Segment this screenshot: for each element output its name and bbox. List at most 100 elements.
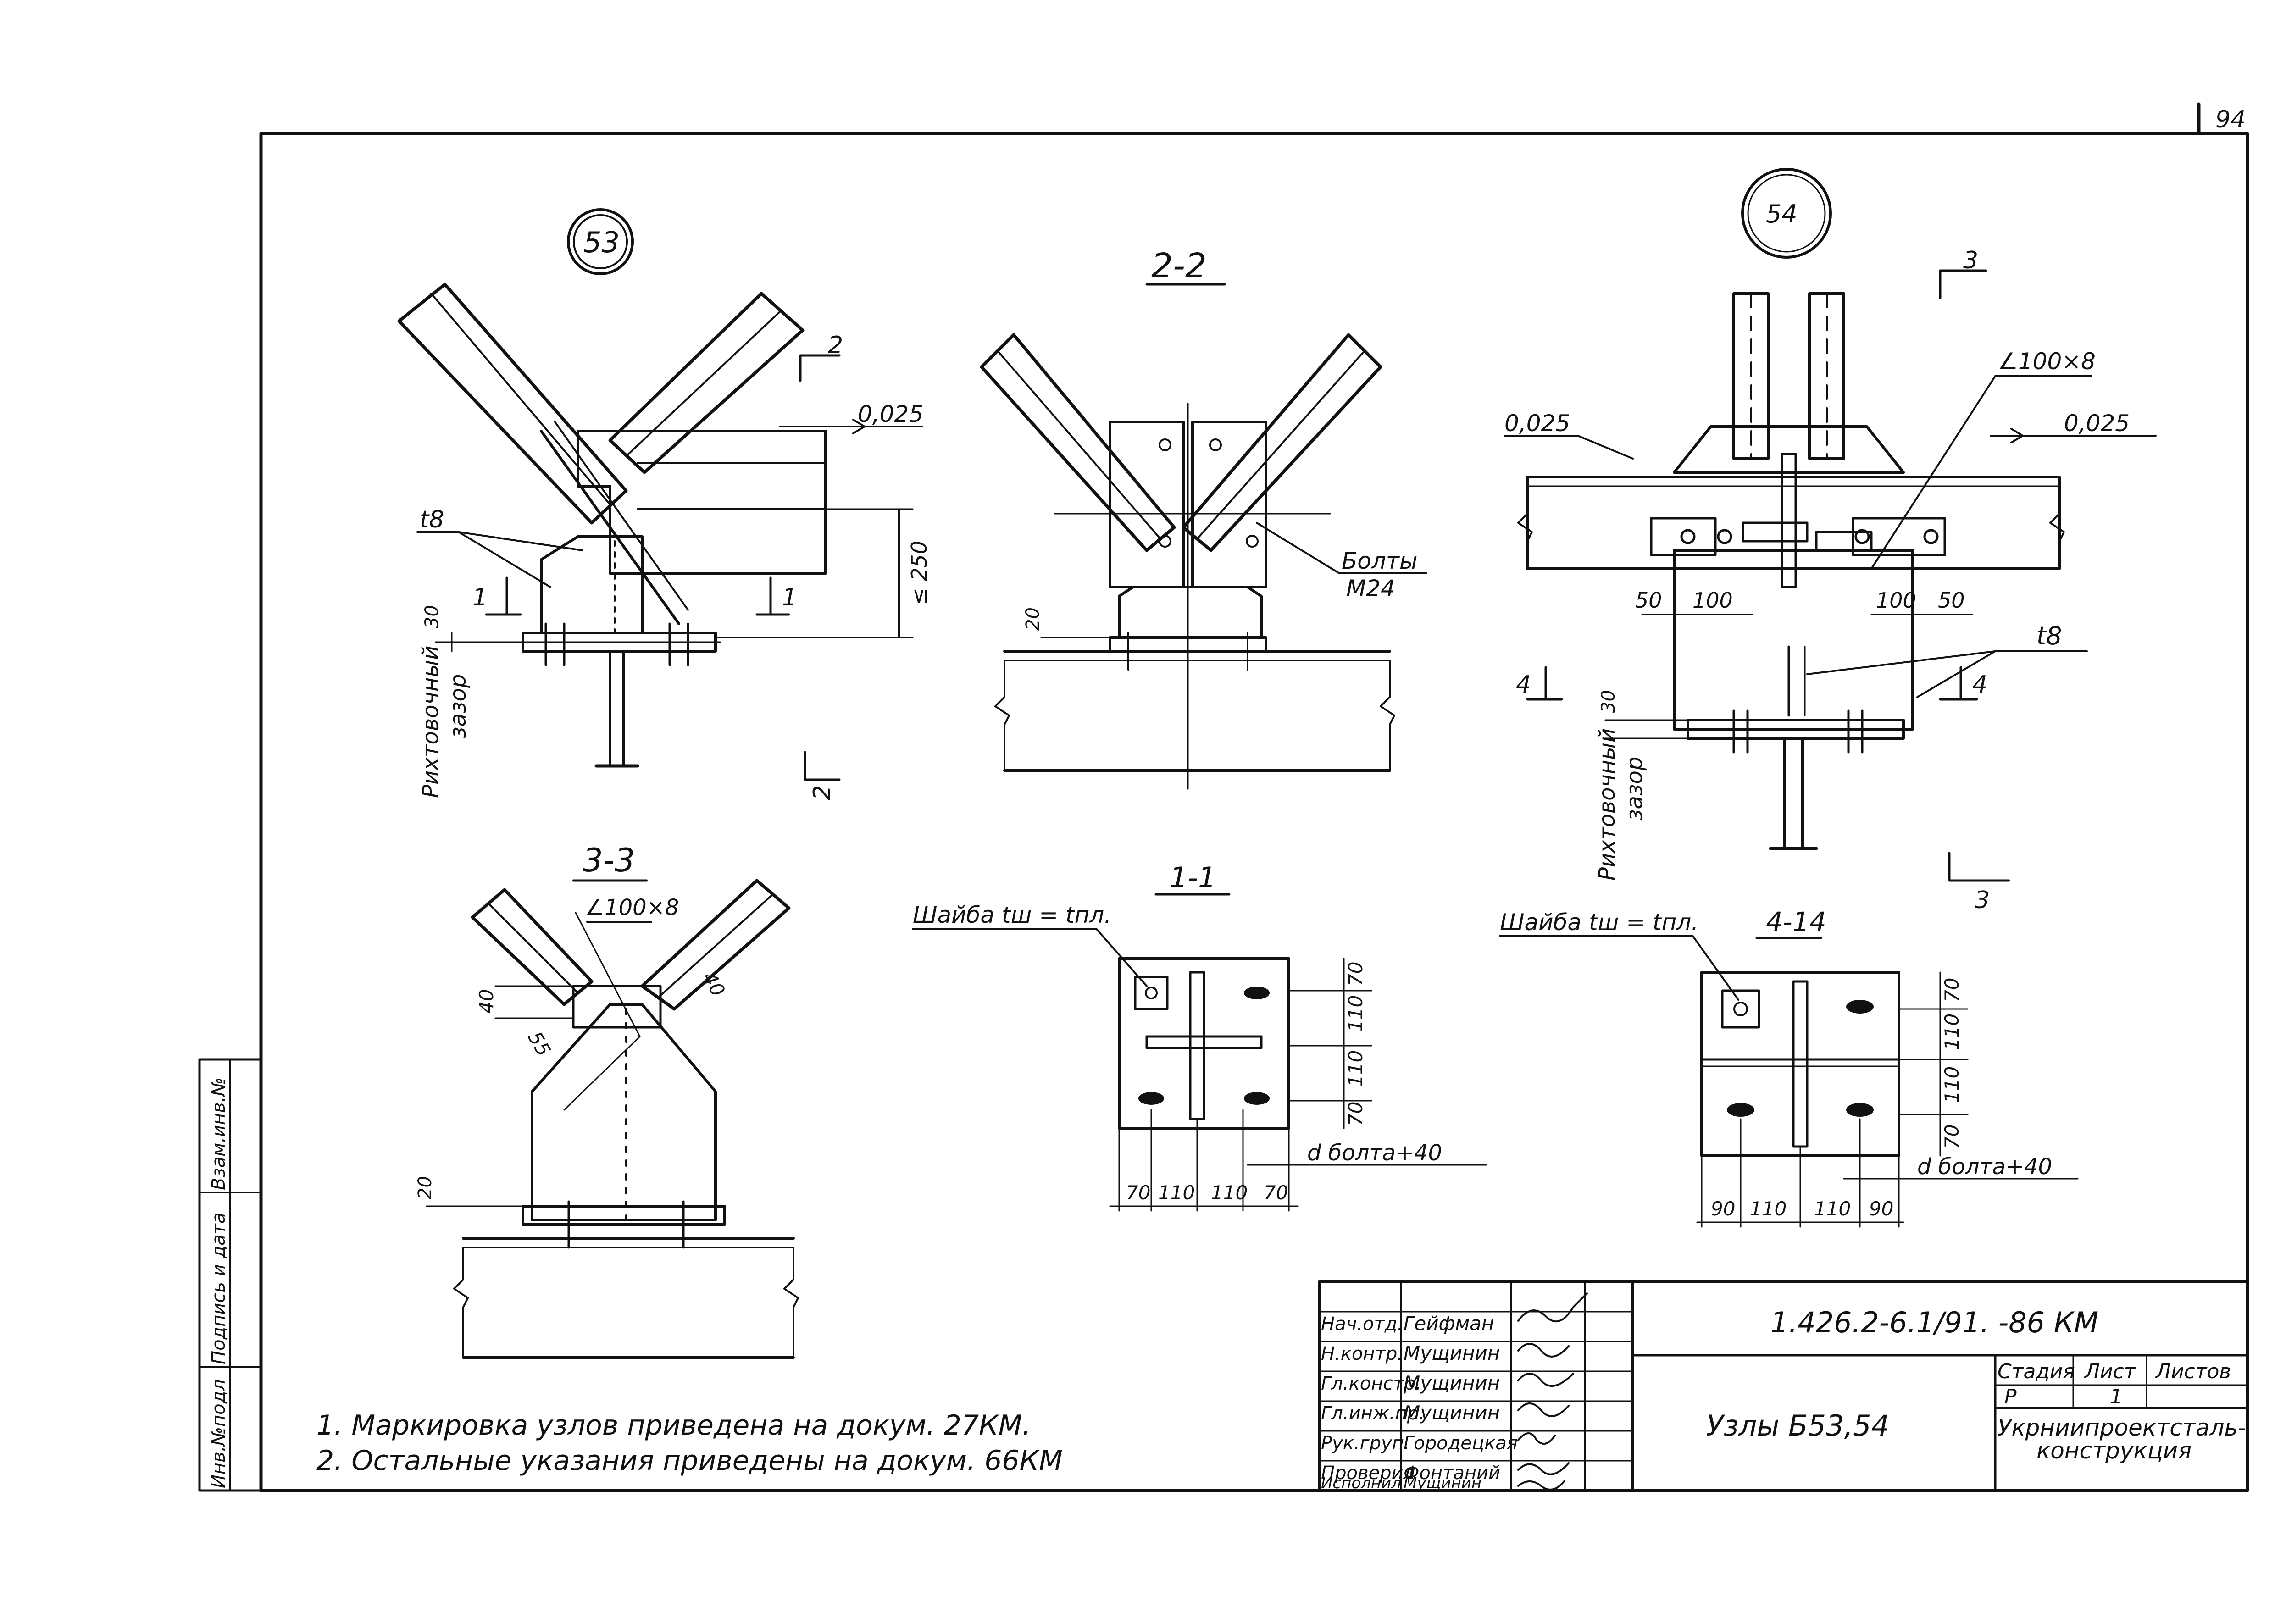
dim44-h4: 90 <box>1869 1197 1893 1220</box>
name-2: Мущинин <box>1404 1372 1500 1394</box>
washer-4-4-label: Шайба tш = tпл. <box>1500 909 1698 936</box>
cut-4-right: 4 <box>1972 671 1987 698</box>
cut-4-left: 4 <box>1516 671 1531 698</box>
node-53-view: 53 0,025 t8 <box>397 208 932 800</box>
name-3: Мущинин <box>1404 1402 1500 1424</box>
gap-54-line1: Рихтовочный <box>1594 728 1620 881</box>
role-4: Рук.груп. <box>1321 1433 1410 1454</box>
angle-3-3-label: ∠100×8 <box>585 895 679 920</box>
role-0: Нач.отд. <box>1321 1314 1403 1335</box>
washer-1-1-label: Шайба tш = tпл. <box>913 902 1111 928</box>
name-5: Фонтаний <box>1404 1463 1500 1484</box>
node-54-label: 54 <box>1766 200 1798 228</box>
title-block: Нач.отд. Н.контр. Гл.констр. Гл.инж.пр. … <box>1318 1280 2249 1492</box>
dim-100-left: 100 <box>1692 588 1733 613</box>
gap-53-line1: Рихтовочный <box>418 646 444 798</box>
dim-50-right: 50 <box>1938 588 1965 613</box>
cut-3-bottom: 3 <box>1975 887 1990 914</box>
bolts-label: Болты <box>1342 548 1417 574</box>
dim-30-53: 30 <box>422 605 443 628</box>
role-6: Исполнил <box>1321 1474 1401 1492</box>
cut-2-bottom: 2 <box>809 785 836 800</box>
doc-code: 1.426.2-6.1/91. -86 КМ <box>1770 1306 2098 1339</box>
sheet-value: 1 <box>2110 1385 2123 1408</box>
dim-30-54: 30 <box>1598 690 1619 713</box>
section-2-2-view: 2-2 Болты М24 20 <box>980 246 1427 790</box>
section-3-3-view: 3-3 ∠100×8 40 40 55 20 <box>415 842 799 1359</box>
name-1: Мущинин <box>1404 1342 1500 1364</box>
cut-2-top: 2 <box>828 332 843 359</box>
dim11-h4: 70 <box>1264 1181 1288 1204</box>
name-0: Гейфман <box>1404 1312 1494 1335</box>
general-notes: 1. Маркировка узлов приведена на докум. … <box>316 1409 1063 1477</box>
t8-54-label: t8 <box>2036 621 2062 650</box>
node-53-label: 53 <box>583 226 620 259</box>
section-3-3-title: 3-3 <box>583 842 635 879</box>
dbolt-1-1: d болта+40 <box>1307 1140 1442 1166</box>
gap-54-line2: зазор <box>1622 757 1648 821</box>
sheets-header: Листов <box>2155 1360 2231 1383</box>
dbolt-4-4: d болта+40 <box>1917 1154 2052 1180</box>
dim44-v4: 70 <box>1941 1125 1963 1149</box>
node-54-view: 54 0,02 <box>1504 168 2157 914</box>
stamp-replaces-inv: Взам.инв.№ <box>208 1077 229 1190</box>
dim-50-left: 50 <box>1635 588 1662 613</box>
dim-20-2-2: 20 <box>1022 607 1043 631</box>
stage-value: Р <box>2004 1385 2017 1408</box>
slope-54-right: 0,025 <box>2064 410 2130 437</box>
dim-40-a: 40 <box>475 989 498 1014</box>
sheet-number: 94 <box>2215 106 2246 133</box>
dim44-h2: 110 <box>1750 1197 1787 1220</box>
role-3: Гл.инж.пр. <box>1321 1403 1425 1424</box>
dim-100-right: 100 <box>1876 588 1916 613</box>
bolts-size: М24 <box>1346 575 1395 602</box>
dim-20-3-3: 20 <box>415 1176 436 1199</box>
drawing-title: Узлы Б53,54 <box>1706 1409 1889 1442</box>
cut-1-left: 1 <box>472 584 488 611</box>
dim-40-b: 40 <box>698 968 729 1001</box>
org-line2: конструкция <box>2036 1437 2192 1464</box>
dim11-v1: 70 <box>1344 962 1367 986</box>
sheet-header: Лист <box>2084 1360 2136 1383</box>
org-line1: Укрниипроектсталь- <box>1997 1414 2246 1441</box>
dim44-h3: 110 <box>1814 1197 1851 1220</box>
dim-55: 55 <box>523 1028 555 1060</box>
slope-54-left: 0,025 <box>1504 410 1570 437</box>
cut-1-right: 1 <box>782 584 797 611</box>
dim44-h1: 90 <box>1711 1197 1735 1220</box>
dim44-v3: 110 <box>1941 1066 1963 1103</box>
dim11-h3: 110 <box>1211 1181 1248 1204</box>
dim-250: ≤ 250 <box>907 541 932 605</box>
section-1-1-view: 1-1 Шайба tш = tпл. 70 110 110 70 70 110… <box>912 861 1487 1212</box>
dim44-v2: 110 <box>1941 1014 1963 1050</box>
role-1: Н.контр. <box>1321 1343 1403 1364</box>
gap-53-line2: зазор <box>445 674 471 738</box>
section-4-4-view: 4-14 Шайба tш = tпл. 70 110 110 70 90 11… <box>1499 906 2079 1228</box>
dim11-v2: 110 <box>1344 995 1367 1032</box>
side-stamp: Инв.№подл Подпись и дата Взам.инв.№ <box>198 1058 262 1492</box>
slope-53: 0,025 <box>858 401 923 427</box>
role-2: Гл.констр. <box>1321 1373 1421 1394</box>
cut-3-top: 3 <box>1963 247 1978 274</box>
section-1-1-title: 1-1 <box>1170 861 1216 894</box>
signatures <box>1517 1292 1588 1491</box>
stamp-inv-podl: Инв.№подл <box>208 1379 229 1488</box>
dim44-v1: 70 <box>1941 978 1963 1002</box>
stamp-signature-date: Подпись и дата <box>208 1213 229 1364</box>
dim11-h1: 70 <box>1126 1181 1150 1204</box>
section-2-2-title: 2-2 <box>1151 246 1207 286</box>
dim11-v4: 70 <box>1344 1102 1367 1126</box>
name-6: Мущинин <box>1404 1474 1481 1492</box>
angle-54-label: ∠100×8 <box>1997 348 2096 375</box>
stage-header: Стадия <box>1997 1360 2075 1383</box>
dim11-v3: 110 <box>1344 1050 1367 1087</box>
t8-53-label: t8 <box>420 506 444 533</box>
role-5: Проверил <box>1321 1463 1415 1484</box>
sheet-frame: 94 <box>259 102 2249 1492</box>
section-4-4-title: 4-14 <box>1766 906 1826 937</box>
name-4: Городецкая <box>1404 1433 1518 1454</box>
note-2: 2. Остальные указания приведены на докум… <box>316 1445 1063 1477</box>
note-1: 1. Маркировка узлов приведена на докум. … <box>316 1409 1031 1441</box>
dim11-h2: 110 <box>1158 1181 1195 1204</box>
